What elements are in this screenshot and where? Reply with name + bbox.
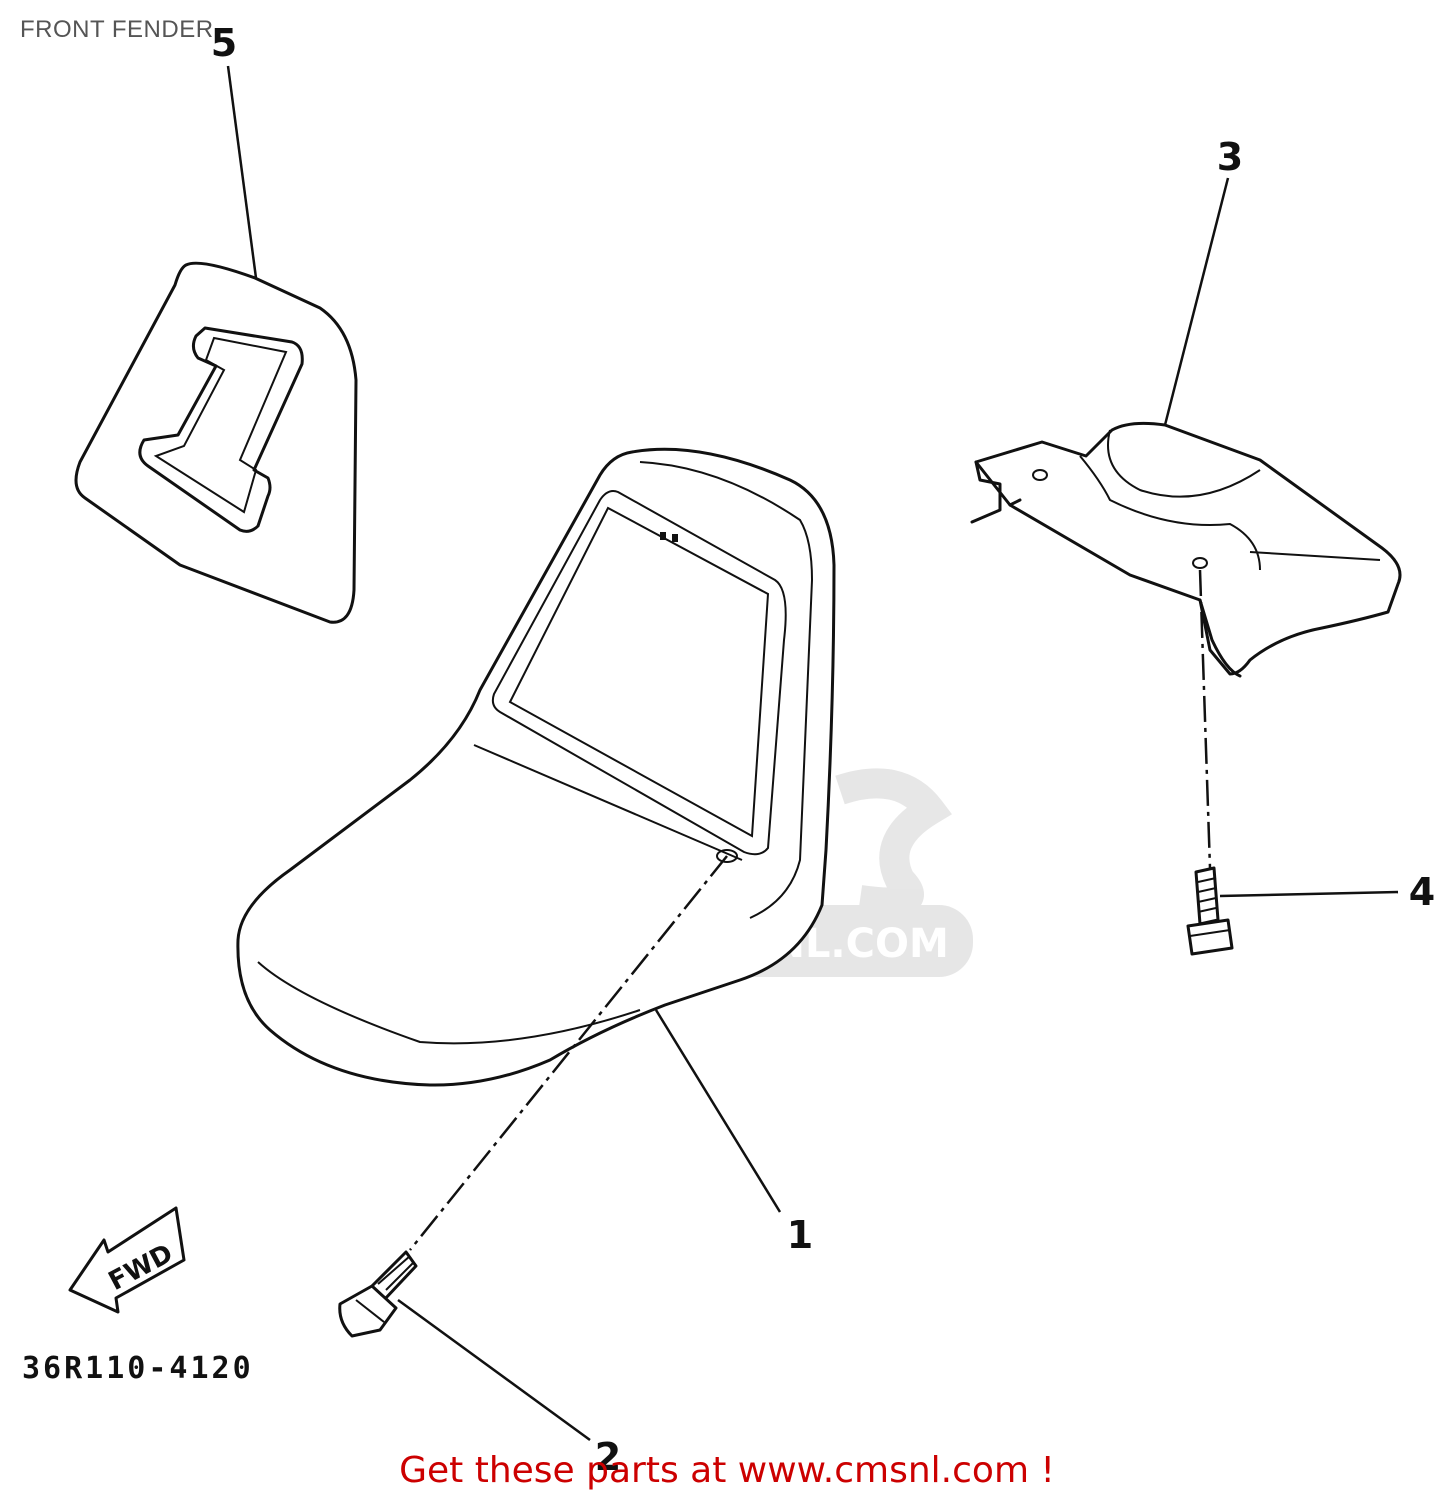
- footer-link[interactable]: Get these parts at www.cmsnl.com !: [399, 1450, 1055, 1491]
- bolt-4-part: [1186, 866, 1234, 956]
- forward-arrow-icon: FWD: [68, 1206, 186, 1314]
- diagram-code: 36R110-4120: [22, 1351, 254, 1386]
- leader-line-2: [397, 1298, 591, 1442]
- leader-line-1: [654, 1009, 782, 1213]
- leader-line-5: [226, 65, 258, 279]
- front-fender-part: [236, 447, 836, 1087]
- callout-1: 1: [787, 1213, 813, 1257]
- leader-line-4: [1219, 890, 1399, 898]
- callout-2: 2: [595, 1435, 621, 1479]
- callout-5: 5: [211, 21, 237, 65]
- leader-line-3: [1163, 177, 1230, 426]
- callout-3: 3: [1217, 135, 1243, 179]
- assembly-line-bolt-4: [1198, 569, 1212, 869]
- assembly-line-bolt-2: [409, 855, 728, 1251]
- number-plate-part: [74, 261, 358, 624]
- page-title: FRONT FENDER: [20, 16, 214, 43]
- bolt-2-part: [338, 1250, 418, 1338]
- callout-4: 4: [1409, 870, 1435, 914]
- bracket-part: [970, 421, 1402, 678]
